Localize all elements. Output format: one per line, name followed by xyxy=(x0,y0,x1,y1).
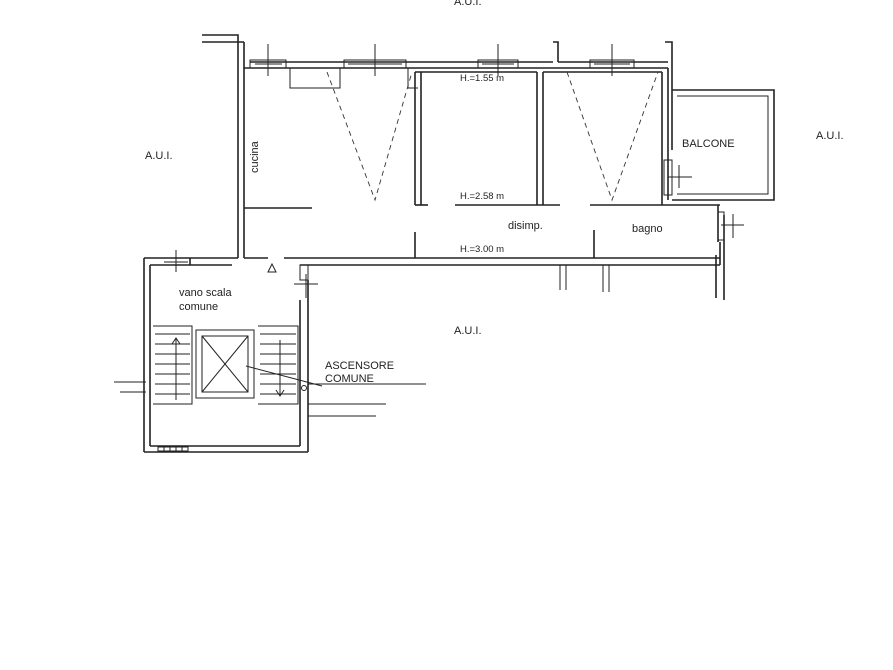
stairwell xyxy=(114,250,426,453)
aui-label-bottom: A.U.I. xyxy=(454,325,482,337)
height-label-3: H.=3.00 m xyxy=(460,244,504,255)
room-label-balcone: BALCONE xyxy=(682,138,735,150)
room-label-vano-scala-2: comune xyxy=(179,301,218,313)
label-ascensore-2: COMUNE xyxy=(325,373,374,385)
room-label-vano-scala-1: vano scala xyxy=(179,287,232,299)
aui-label-left: A.U.I. xyxy=(145,150,173,162)
aui-label-right: A.U.I. xyxy=(816,130,844,142)
window-symbols xyxy=(249,44,744,241)
height-label-2: H.=2.58 m xyxy=(460,191,504,202)
aui-label-top: A.U.I. xyxy=(454,0,482,8)
label-ascensore-1: ASCENSORE xyxy=(325,360,394,372)
room-label-disimp: disimp. xyxy=(508,220,543,232)
room-label-bagno: bagno xyxy=(632,223,663,235)
room-label-cucina: cucina xyxy=(249,140,261,173)
ceiling-slope-lines xyxy=(326,71,659,202)
height-label-1: H.=1.55 m xyxy=(460,73,504,84)
balcony xyxy=(663,89,775,201)
